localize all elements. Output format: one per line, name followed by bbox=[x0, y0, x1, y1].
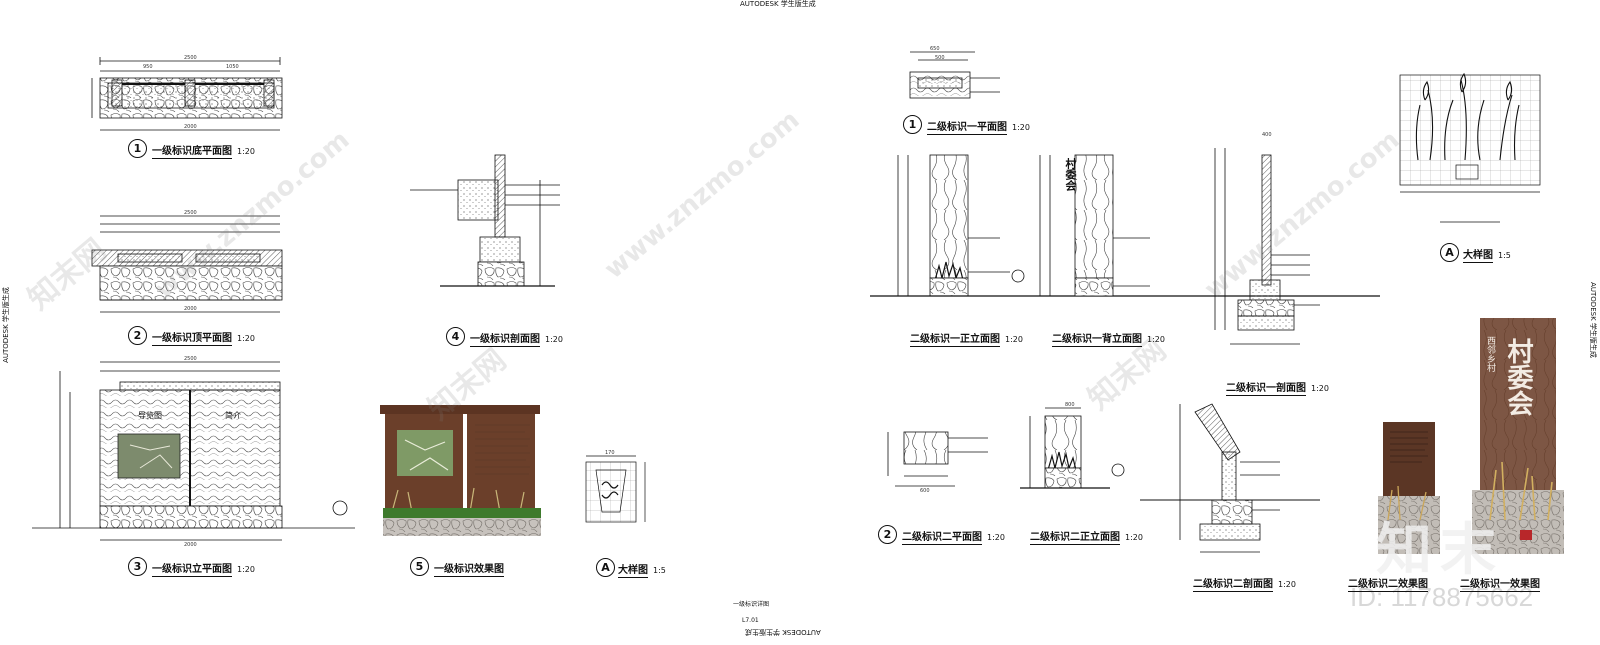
sign-text-render: 村委会 bbox=[1503, 338, 1533, 416]
drawing-number: 5 bbox=[410, 557, 429, 576]
drawing-number: 4 bbox=[446, 327, 465, 346]
drawing-number: 1 bbox=[903, 115, 922, 134]
dim-label: 950 bbox=[143, 64, 153, 70]
drawing-number: 2 bbox=[878, 525, 897, 544]
drawing-title: 一级标识效果图 bbox=[434, 564, 504, 577]
drawing-number: A bbox=[1440, 243, 1459, 262]
drawing-number: 3 bbox=[128, 557, 147, 576]
dim-label: 600 bbox=[920, 488, 930, 494]
intro-label: 简介 bbox=[225, 411, 241, 420]
drawing-number: A bbox=[596, 558, 615, 577]
drawing-title: 二级标识二效果图 bbox=[1348, 579, 1428, 592]
dim-label: 2500 bbox=[184, 55, 197, 61]
drawing-title: 二级标识一效果图 bbox=[1460, 579, 1540, 592]
top-stamp: AUTODESK 学生版生成 bbox=[740, 0, 816, 8]
dim-label: 1050 bbox=[226, 64, 239, 70]
dim-label: 2500 bbox=[184, 356, 197, 362]
drawing-number: 2 bbox=[128, 326, 147, 345]
watermark-id: ID: 1178875662 bbox=[1350, 582, 1534, 612]
dim-label: 500 bbox=[935, 55, 945, 61]
sheet-number: L7.01 bbox=[742, 617, 759, 624]
sign-side-text: 西邻乡村 bbox=[1485, 336, 1495, 372]
dim-label: 800 bbox=[1065, 402, 1075, 408]
center-note: 一级标识详图 bbox=[733, 601, 770, 608]
dim-label: 2500 bbox=[184, 210, 197, 216]
dim-label: 2000 bbox=[184, 124, 197, 130]
dim-label: 170 bbox=[605, 450, 615, 456]
dim-label: 650 bbox=[930, 46, 940, 52]
sign-text-back: 村委会 bbox=[1064, 158, 1077, 191]
drawing-number: 1 bbox=[128, 139, 147, 158]
guide-map-label: 导览图 bbox=[138, 411, 162, 420]
dim-label: 400 bbox=[1262, 132, 1272, 138]
dim-label: 2000 bbox=[184, 542, 197, 548]
dim-label: 2000 bbox=[184, 306, 197, 312]
watermark-brand: 知末 bbox=[1376, 518, 1504, 583]
